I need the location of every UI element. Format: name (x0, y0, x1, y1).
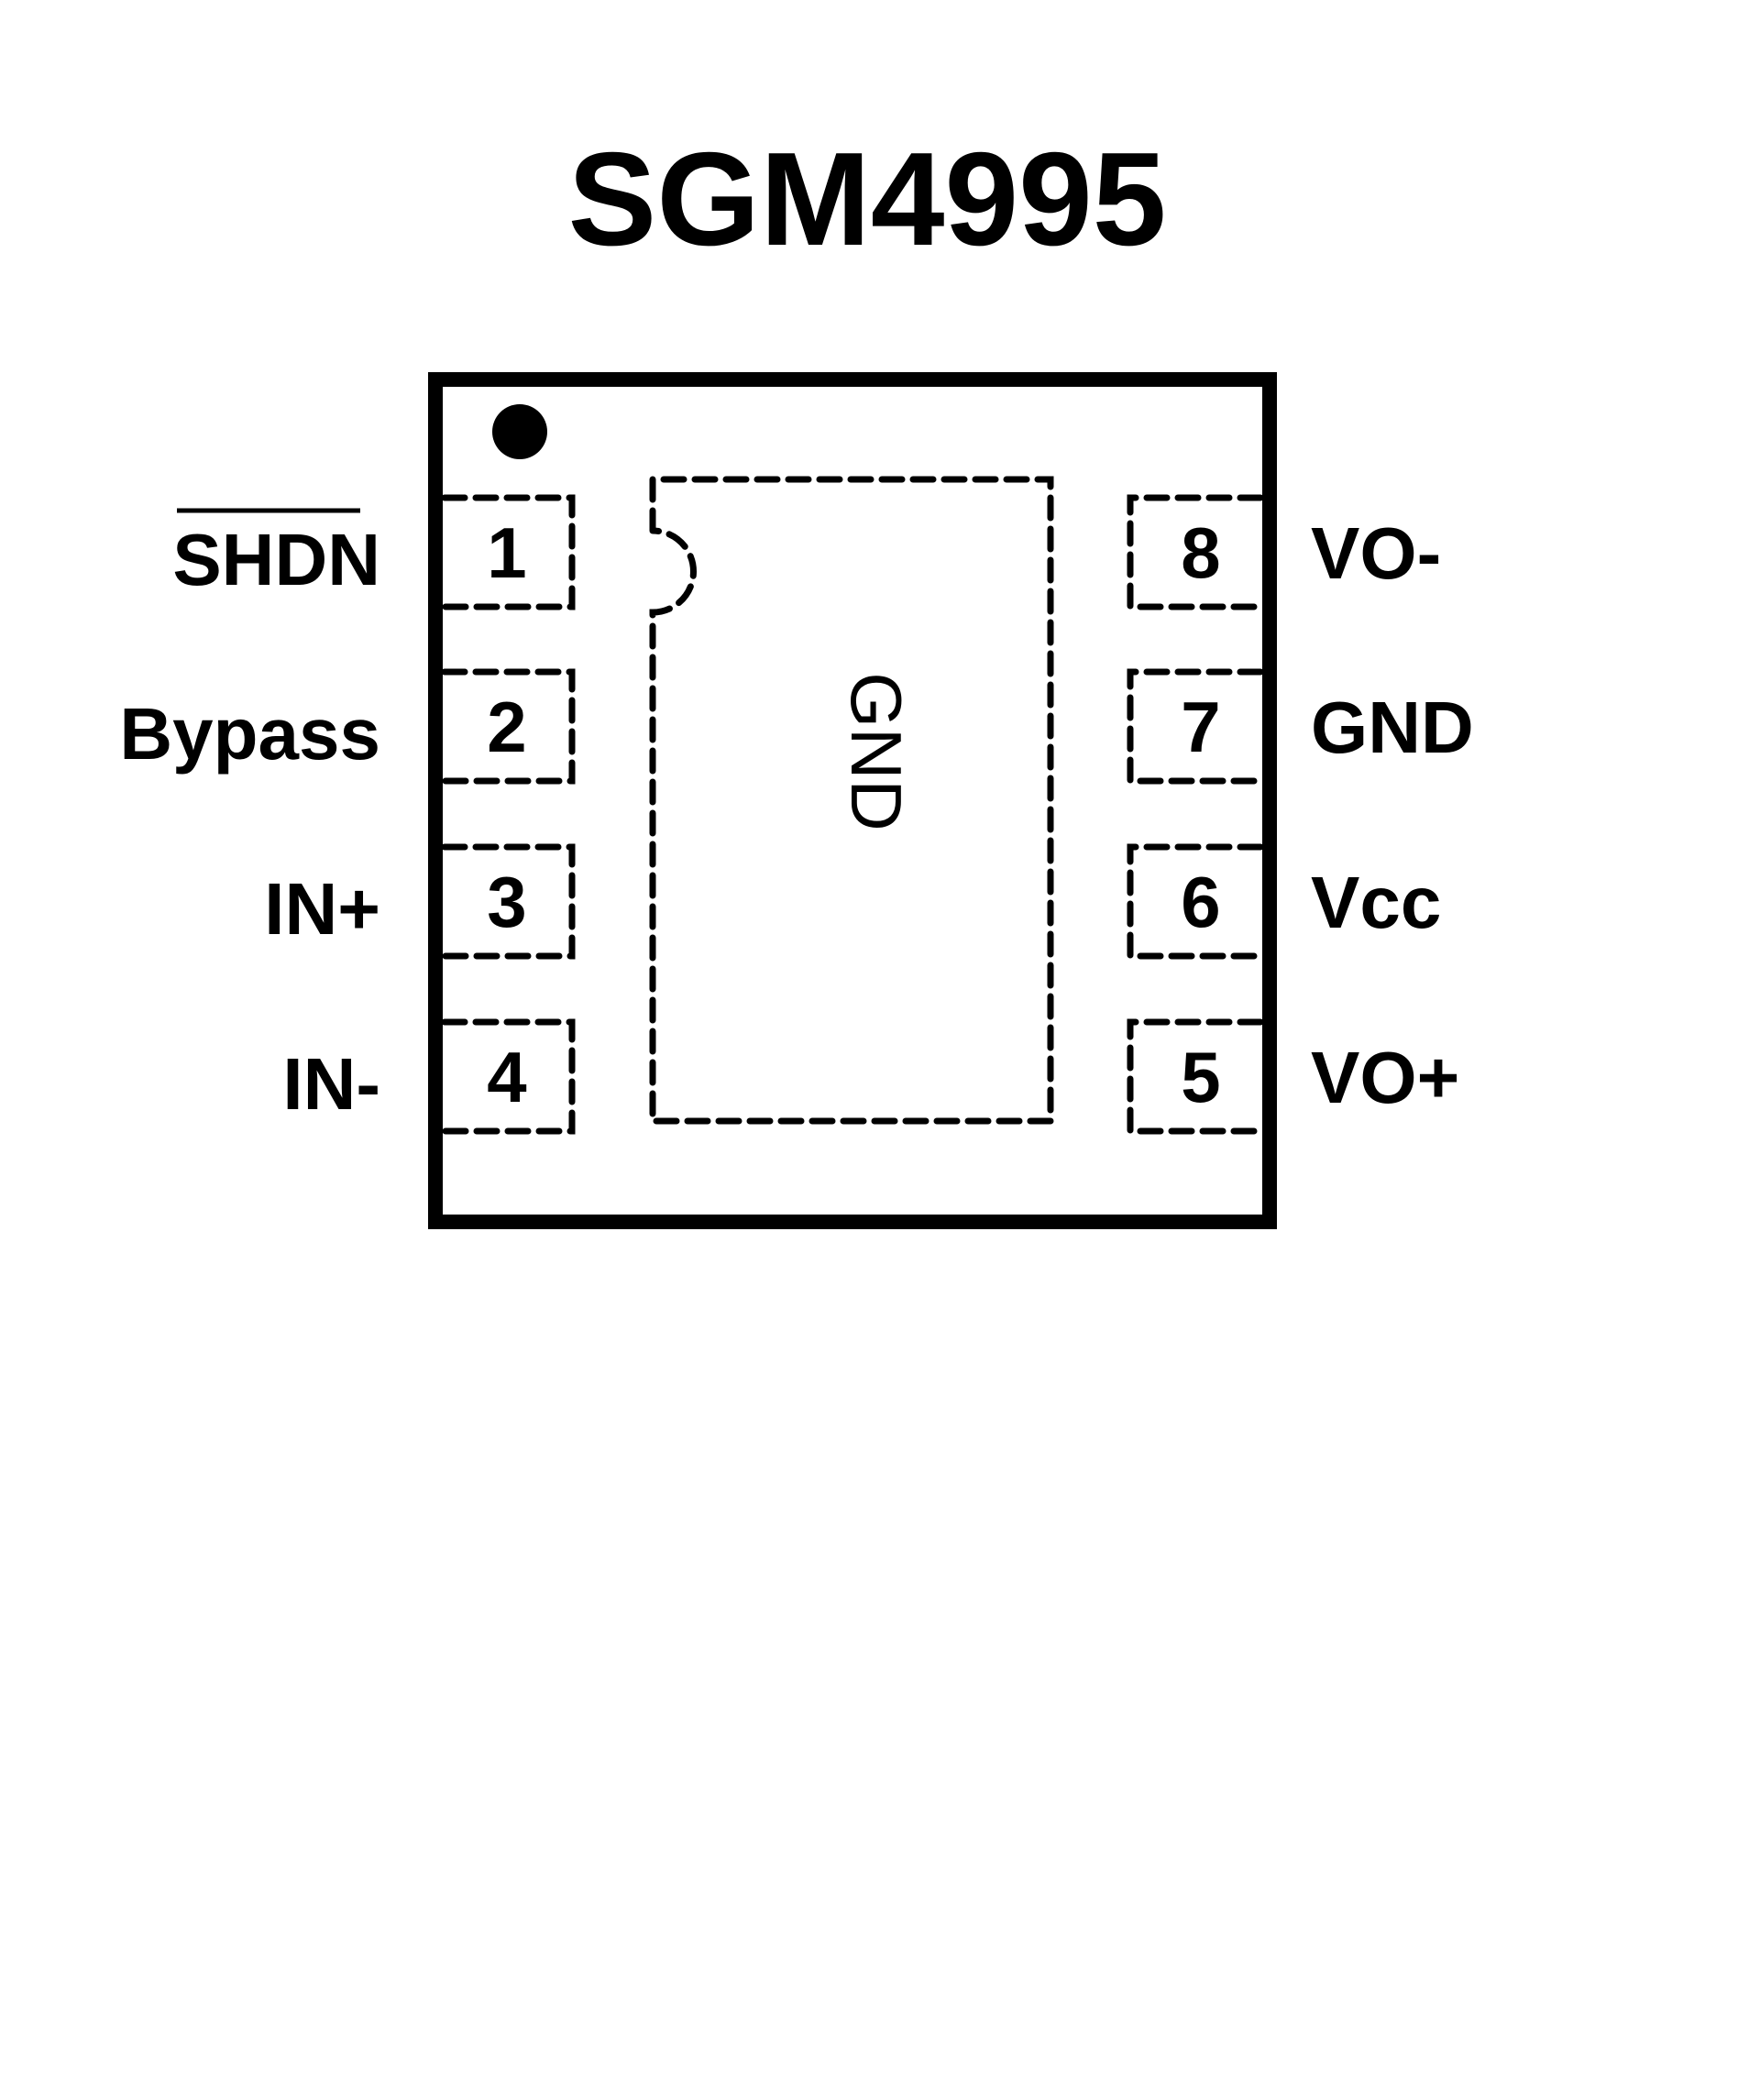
exposed-pad (649, 476, 1054, 1125)
pin-number: 2 (487, 687, 526, 767)
pin-6: 6 Vcc (1127, 843, 1441, 960)
pin-7: 7 GND (1127, 668, 1474, 785)
pin-pad-outline (441, 494, 576, 610)
left-pin-column: 1 SHDN 2 Bypass 3 IN+ 4 IN- (119, 494, 576, 1135)
pin-pad-outline (441, 668, 576, 785)
pin-number: 8 (1181, 512, 1220, 593)
pin-pad-outline (441, 843, 576, 960)
pin-number: 3 (487, 862, 526, 942)
chip-title: SGM4995 (568, 125, 1167, 273)
pin-number: 7 (1181, 687, 1220, 767)
pin-pad-outline (1127, 1018, 1264, 1135)
pin-name-label: SHDN (172, 519, 380, 600)
pin-2: 2 Bypass (119, 668, 576, 785)
package-body: GND (428, 372, 1277, 1229)
package-outline (428, 372, 1277, 1229)
pin-1: 1 SHDN (172, 494, 576, 610)
pin-name-label: IN+ (264, 868, 380, 950)
pin-pad-outline (1127, 668, 1264, 785)
pin-name-label: VO+ (1311, 1037, 1459, 1118)
exposed-pad-label: GND (836, 672, 917, 830)
pin-name-label: GND (1311, 687, 1474, 768)
pin-name-label: VO- (1311, 512, 1441, 594)
pin-name-label: Vcc (1311, 862, 1441, 943)
pin-pad-outline (1127, 494, 1264, 610)
pin-number: 4 (487, 1037, 526, 1117)
pin-number: 1 (487, 512, 526, 593)
right-pin-column: 8 VO- 7 GND 6 Vcc 5 VO+ (1127, 494, 1474, 1135)
pin-name-label: IN- (282, 1043, 380, 1125)
pin-pad-outline (441, 1018, 576, 1135)
pin-name-label: Bypass (119, 693, 380, 775)
pin1-marker-dot (492, 404, 547, 459)
pin-3: 3 IN+ (264, 843, 576, 960)
pin-4: 4 IN- (282, 1018, 576, 1135)
pin-8: 8 VO- (1127, 494, 1441, 610)
pin-number: 6 (1181, 862, 1220, 942)
pin-number: 5 (1181, 1037, 1220, 1117)
pin-5: 5 VO+ (1127, 1018, 1459, 1135)
pin-pad-outline (1127, 843, 1264, 960)
